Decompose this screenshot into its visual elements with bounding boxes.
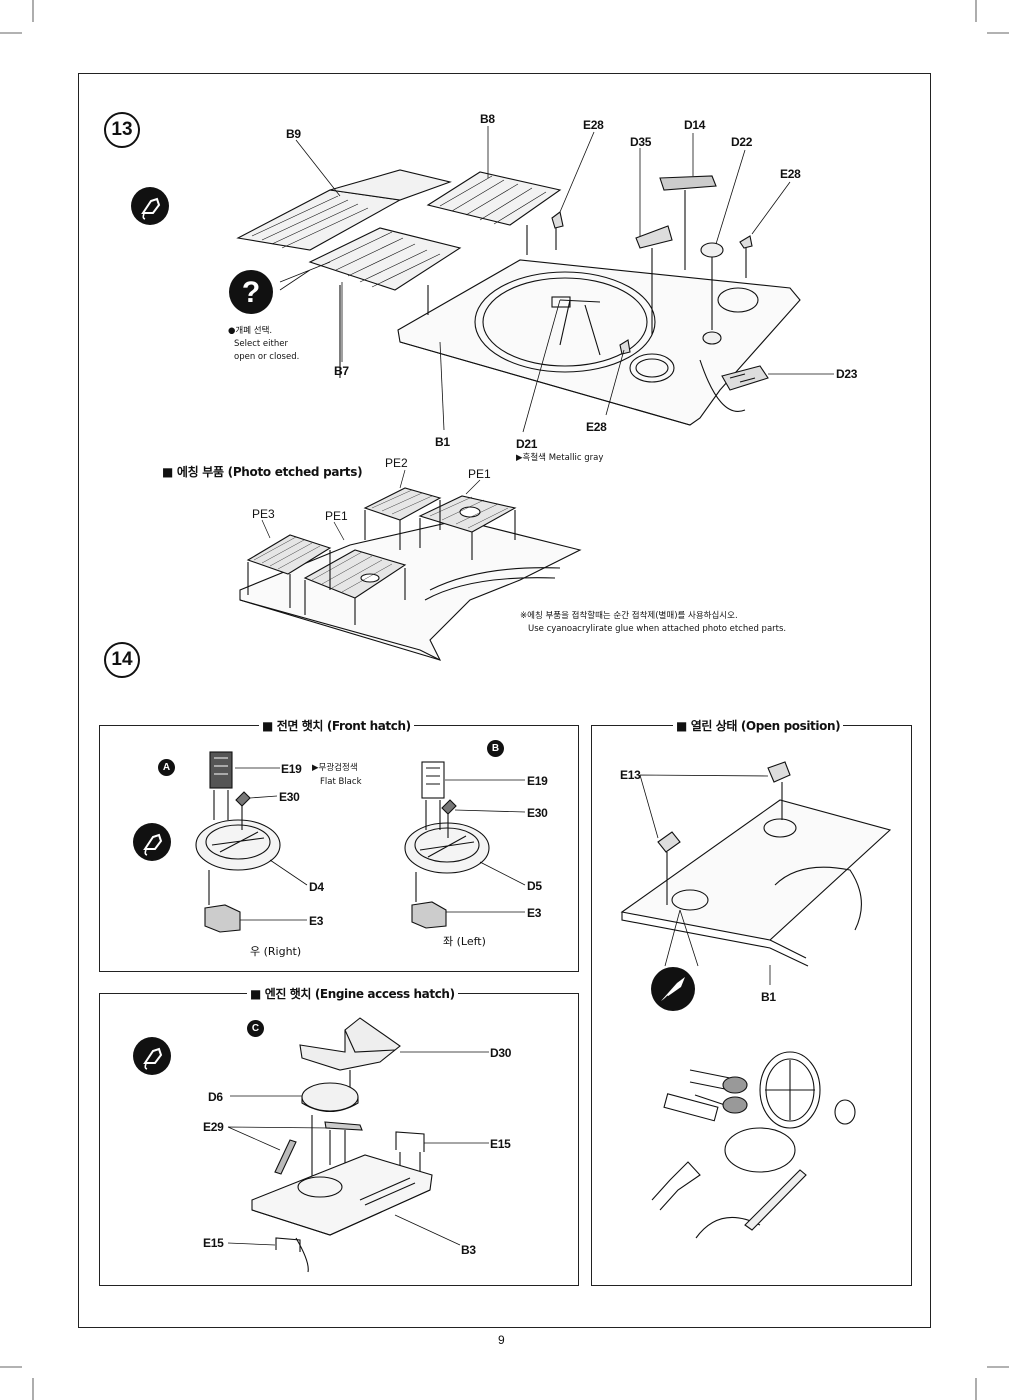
glue-icon — [133, 823, 171, 861]
part-label-e3-b: E3 — [527, 906, 542, 920]
etched-label-pe1-right: PE1 — [468, 467, 491, 481]
part-label-e19-b: E19 — [527, 774, 548, 788]
variant-b-badge: B — [487, 740, 504, 757]
choice-note-en2: open or closed. — [234, 352, 300, 362]
part-label-e30-a: E30 — [279, 790, 300, 804]
hobby-knife-icon — [651, 967, 695, 1011]
part-label-e30-b: E30 — [527, 806, 548, 820]
step-14-number: 14 — [104, 642, 140, 678]
part-label-d23: D23 — [836, 367, 858, 381]
part-label-d30: D30 — [490, 1046, 512, 1060]
engine-hatch-title: ■ 엔진 햇치 (Engine access hatch) — [247, 985, 458, 1002]
left-label: 좌 (Left) — [443, 935, 486, 948]
part-label-d6: D6 — [208, 1090, 223, 1104]
etched-parts-title: ■ 에칭 부품 (Photo etched parts) — [162, 465, 363, 479]
part-label-b3: B3 — [461, 1243, 476, 1257]
part-label-b1: B1 — [435, 435, 450, 449]
color-note-ko: ▶무광검정색 — [312, 763, 358, 773]
part-label-d4: D4 — [309, 880, 324, 894]
etched-label-pe3: PE3 — [252, 507, 275, 521]
part-label-b1-open: B1 — [761, 990, 776, 1004]
open-position-title: ■ 열린 상태 (Open position) — [673, 717, 844, 734]
front-hatch-title: ■ 전면 햇치 (Front hatch) — [259, 717, 414, 734]
part-label-e29: E29 — [203, 1120, 224, 1134]
part-label-b8: B8 — [480, 112, 495, 126]
part-label-b9: B9 — [286, 127, 301, 141]
d21-color-note: ▶흑철색 Metallic gray — [516, 453, 604, 463]
svg-text:?: ? — [242, 276, 260, 309]
part-label-e28-bottom: E28 — [586, 420, 607, 434]
choice-note-ko: ●개폐 선택. — [228, 326, 273, 336]
part-label-d14: D14 — [684, 118, 706, 132]
part-label-d35: D35 — [630, 135, 652, 149]
part-label-b7: B7 — [334, 364, 349, 378]
page-number: 9 — [498, 1333, 505, 1347]
variant-c-badge: C — [247, 1020, 264, 1037]
step-13-number: 13 — [104, 112, 140, 148]
part-label-e3-a: E3 — [309, 914, 324, 928]
part-label-e19-a: E19 — [281, 762, 302, 776]
choice-note-en1: Select either — [234, 339, 288, 349]
part-label-e28-right: E28 — [780, 167, 801, 181]
variant-a-badge: A — [158, 759, 175, 776]
glue-note-ko: ※에칭 부품을 접착할때는 순간 접착제(별매)를 사용하십시오. — [520, 611, 738, 621]
part-label-e15-right: E15 — [490, 1137, 511, 1151]
part-label-d22: D22 — [731, 135, 753, 149]
etched-label-pe2: PE2 — [385, 456, 408, 470]
part-label-e28-top: E28 — [583, 118, 604, 132]
part-label-e13: E13 — [620, 768, 641, 782]
etched-label-pe1-left: PE1 — [325, 509, 348, 523]
part-label-d21: D21 — [516, 437, 538, 451]
color-note-en: Flat Black — [320, 777, 362, 787]
question-icon: ? — [229, 270, 273, 314]
glue-icon — [131, 187, 169, 225]
part-label-d5: D5 — [527, 879, 542, 893]
part-label-e15-left: E15 — [203, 1236, 224, 1250]
glue-note-en: Use cyanoacrylirate glue when attached p… — [528, 624, 787, 634]
glue-icon — [133, 1037, 171, 1075]
right-label: 우 (Right) — [250, 945, 302, 958]
page-frame — [78, 73, 931, 1328]
